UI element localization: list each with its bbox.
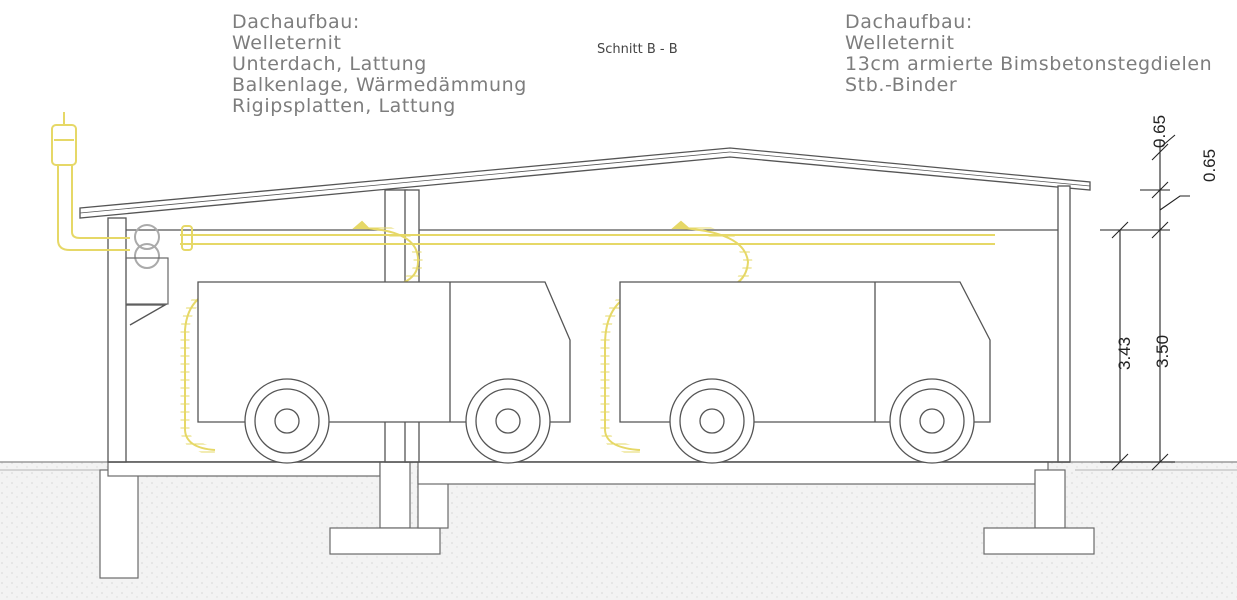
left-roof-line: Unterdach, Lattung: [232, 53, 427, 75]
fire-truck-left: [197, 281, 571, 464]
dim-height-outer: 3.50: [1153, 335, 1172, 368]
left-roof-note: Dachaufbau: Welleternit Unterdach, Lattu…: [232, 12, 527, 117]
dim-top-b: 0.65: [1200, 149, 1219, 182]
section-title: Schnitt B - B: [597, 42, 678, 57]
dimension-lines: [1100, 134, 1190, 471]
foundations: [99, 461, 1095, 579]
left-roof-line: Rigipsplatten, Lattung: [232, 95, 456, 117]
dim-height-inner: 3.43: [1115, 337, 1134, 370]
fire-truck-right: [619, 281, 991, 464]
right-roof-line: Stb.-Binder: [845, 74, 958, 96]
right-roof-heading: Dachaufbau:: [845, 11, 973, 33]
right-roof-line: Welleternit: [845, 32, 955, 54]
right-roof-line: 13cm armierte Bimsbetonstegdielen: [845, 53, 1213, 75]
dim-top-a: 0.65: [1150, 115, 1169, 148]
right-roof-note: Dachaufbau: Welleternit 13cm armierte Bi…: [845, 12, 1212, 96]
left-roof-line: Balkenlage, Wärmedämmung: [232, 74, 527, 96]
left-roof-heading: Dachaufbau:: [232, 11, 360, 33]
left-roof-line: Welleternit: [232, 32, 342, 54]
